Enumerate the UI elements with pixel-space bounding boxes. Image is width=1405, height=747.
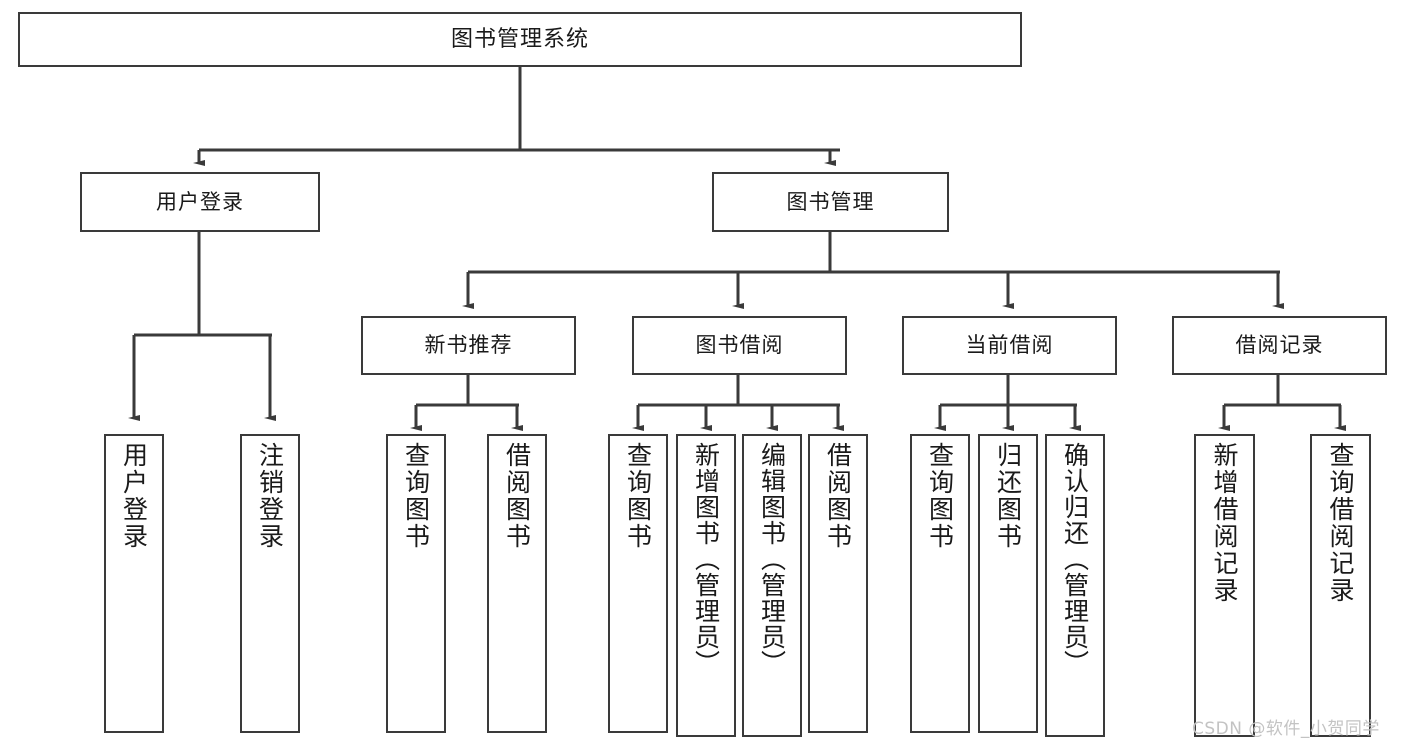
node-new-book-recommend[interactable]: 新书推荐 <box>361 316 576 375</box>
leaf-user-login[interactable]: 用户登录 <box>104 434 164 733</box>
node-label: 注销登录 <box>255 442 285 550</box>
node-label: 新书推荐 <box>424 333 513 357</box>
node-label: 借阅记录 <box>1235 333 1324 357</box>
node-current-borrow[interactable]: 当前借阅 <box>902 316 1117 375</box>
leaf-confirm-return-admin[interactable]: 确认归还（管理员） <box>1045 434 1105 737</box>
node-label: 借阅图书 <box>823 442 853 550</box>
node-label: 确认归还（管理员） <box>1060 442 1090 676</box>
leaf-query-book-current[interactable]: 查询图书 <box>910 434 970 733</box>
node-label: 用户登录 <box>119 442 149 550</box>
node-book-management[interactable]: 图书管理 <box>712 172 949 232</box>
node-label: 借阅图书 <box>502 442 532 550</box>
node-label: 图书管理 <box>786 189 875 214</box>
node-label: 图书管理系统 <box>450 26 589 52</box>
node-borrow-records[interactable]: 借阅记录 <box>1172 316 1387 375</box>
node-user-login[interactable]: 用户登录 <box>80 172 320 232</box>
watermark-text: CSDN @软件_小贺同学 <box>1192 719 1380 739</box>
node-label: 查询图书 <box>623 442 653 550</box>
leaf-add-book-admin[interactable]: 新增图书（管理员） <box>676 434 736 737</box>
leaf-logout[interactable]: 注销登录 <box>240 434 300 733</box>
node-label: 当前借阅 <box>965 333 1054 357</box>
leaf-query-book-borrow[interactable]: 查询图书 <box>608 434 668 733</box>
node-label: 归还图书 <box>993 442 1023 550</box>
node-label: 图书借阅 <box>695 333 784 357</box>
leaf-query-book-newbooks[interactable]: 查询图书 <box>386 434 446 733</box>
node-book-borrow[interactable]: 图书借阅 <box>632 316 847 375</box>
node-label: 查询借阅记录 <box>1326 442 1355 604</box>
node-label: 查询图书 <box>925 442 955 550</box>
leaf-borrow-book-newbooks[interactable]: 借阅图书 <box>487 434 547 733</box>
leaf-query-borrow-record[interactable]: 查询借阅记录 <box>1310 434 1371 737</box>
node-label: 查询图书 <box>401 442 431 550</box>
node-label: 新增借阅记录 <box>1210 442 1239 604</box>
node-label: 新增图书（管理员） <box>691 442 721 676</box>
node-label: 编辑图书（管理员） <box>757 442 787 676</box>
leaf-return-book[interactable]: 归还图书 <box>978 434 1038 733</box>
node-label: 用户登录 <box>156 189 244 214</box>
leaf-borrow-book-borrow[interactable]: 借阅图书 <box>808 434 868 733</box>
node-root-system[interactable]: 图书管理系统 <box>18 12 1022 67</box>
leaf-edit-book-admin[interactable]: 编辑图书（管理员） <box>742 434 802 737</box>
leaf-add-borrow-record[interactable]: 新增借阅记录 <box>1194 434 1255 737</box>
